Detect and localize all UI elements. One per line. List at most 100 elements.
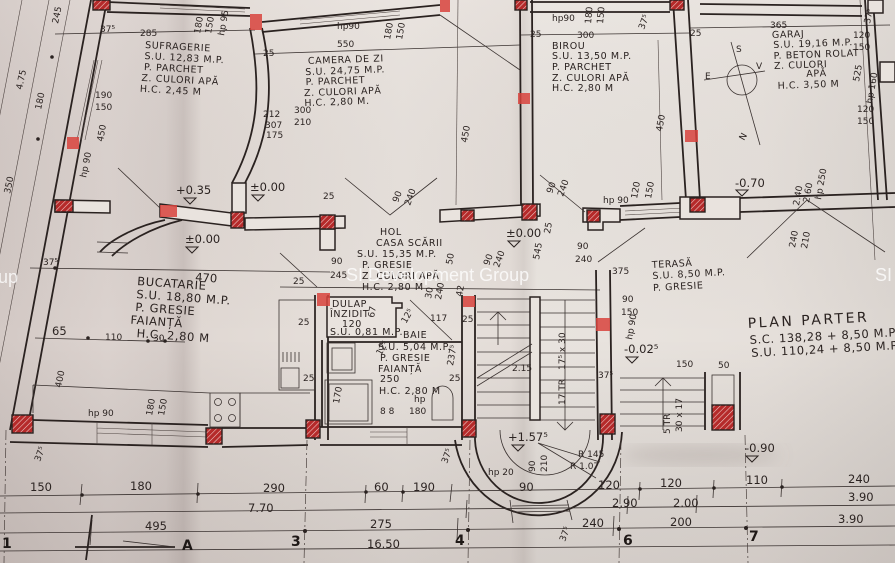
dimension-label: 240 <box>582 516 604 530</box>
dimension-tick <box>196 492 200 496</box>
room-area: S.U. 12,83 M.P. <box>144 51 224 66</box>
dimension-label: 525 <box>852 64 865 83</box>
compass-needle <box>730 41 761 146</box>
dimension-label: 25 <box>303 374 314 384</box>
stove-burner <box>214 414 222 422</box>
dimension-label: 60 <box>374 480 389 494</box>
grid-axis-4: 4 <box>455 533 465 549</box>
dimension-label: 25 <box>543 222 555 235</box>
dimension-label: 90 <box>331 257 343 267</box>
dimension-label: 150 <box>857 117 874 127</box>
stair-treads-right <box>540 299 595 421</box>
dimension-label: 180 <box>409 407 426 417</box>
north-window-camera <box>299 10 401 25</box>
dimension-label: hp 90 <box>88 409 114 419</box>
room-floor: P. PARCHET <box>305 75 365 88</box>
stair-label: 5 TR <box>663 414 673 434</box>
room-height: H.C. 2,80 M <box>379 386 441 397</box>
pillar <box>711 404 735 431</box>
dimension-line <box>279 286 601 291</box>
wall-box <box>679 196 741 220</box>
door-swing-terasa <box>597 227 646 263</box>
fridge-unit <box>278 299 316 391</box>
room-name: TERASĂ <box>651 257 693 271</box>
dimension-label: 37⁵ <box>43 258 58 268</box>
dimension-label: 240 <box>575 255 592 265</box>
top-dimensions: 37⁵ 285 180 150 hp 95 hp90 550 180 150 2… <box>100 6 880 127</box>
room-floor: P. PARCHET <box>144 62 204 76</box>
room-height: H.C. 2,80 M <box>552 83 614 94</box>
room-name-2: ÎNZIDIT <box>329 308 369 320</box>
door-swings <box>117 14 886 341</box>
curved-wall-end <box>96 241 129 254</box>
room-dulap: DULAP ÎNZIDIT 120 S.U. 0,81 M.P. <box>329 299 403 338</box>
dimension-label: 120 <box>598 478 620 492</box>
pillar <box>305 419 321 439</box>
dimension-tick <box>401 490 405 494</box>
red-marker <box>463 296 475 307</box>
watermark-fragment-right: SI <box>875 265 892 285</box>
stair-treads-left <box>477 298 530 419</box>
door-swing-baie <box>409 299 453 341</box>
level-triangle <box>250 194 266 202</box>
pillar <box>92 0 111 11</box>
dimension-line <box>519 32 691 36</box>
dimension-label: 2.00 <box>673 496 699 510</box>
dimension-label: 117 <box>430 314 447 324</box>
dimension-label: 25 <box>530 30 541 40</box>
curved-wall-outer <box>231 27 258 184</box>
grid-axis-line-1 <box>3 429 7 563</box>
dimension-label: 450 <box>460 125 473 144</box>
room-walls: Z. CULORI APĂ <box>552 72 630 84</box>
south-wall-kitchen-right <box>221 427 309 448</box>
level-marker: +1.57⁵ <box>508 430 548 444</box>
south-wall-kitchen <box>9 419 209 448</box>
dimension-label: 495 <box>145 519 167 533</box>
dimension-label: 37⁵ <box>100 25 115 35</box>
baie-west-wall <box>321 340 462 427</box>
red-marker <box>160 205 177 217</box>
stair-label: 30 x 17 <box>675 398 685 432</box>
stair-dimensions: 17⁵ x 30 17 TR 5 TR 30 x 17 R 145 R 1.07… <box>33 332 685 543</box>
red-marker <box>317 293 330 306</box>
south-window-baie <box>370 427 408 445</box>
red-marker <box>596 318 610 331</box>
terrace-stair-arrow <box>654 377 672 430</box>
level-marker: -0.02⁵ <box>624 342 659 356</box>
red-marker <box>250 14 262 30</box>
dimension-line <box>29 267 331 273</box>
north-wall-garaj <box>699 3 863 17</box>
level-triangle <box>506 240 522 248</box>
dimension-label: 110 <box>746 473 768 487</box>
room-name: CAMERA DE ZI <box>308 53 384 67</box>
dimension-label: 30 <box>424 286 436 299</box>
dimension-label: 150 <box>95 103 112 113</box>
pillar <box>521 203 538 221</box>
fridge-vent <box>282 352 300 362</box>
room-floor: P. GRESIE <box>380 353 431 364</box>
pillar <box>230 211 245 229</box>
guide-line <box>657 39 663 201</box>
level-marker: ±0.00 <box>185 232 220 246</box>
room-floor: P. PARCHET <box>552 62 612 73</box>
room-name-2: CASA SCĂRII <box>376 237 443 249</box>
dimension-label: 16.50 <box>367 537 400 551</box>
level-triangle <box>744 455 760 463</box>
wall-box <box>867 0 884 14</box>
room-height: H.C. 3,50 M <box>777 79 839 92</box>
stair-label: 210 <box>540 455 550 472</box>
dimension-tick <box>80 493 84 497</box>
radius-leader <box>537 442 601 479</box>
dimension-label: 180 <box>145 398 158 417</box>
grid-axis-1: 1 <box>2 536 12 552</box>
curved-wall-inner <box>244 27 270 184</box>
dimension-label: 3.90 <box>848 490 874 504</box>
compass-circle <box>726 64 758 96</box>
dimension-label: 190 <box>95 91 112 101</box>
room-area: S.U. 24,75 M.P. <box>305 64 385 78</box>
pillar <box>11 414 34 434</box>
dimension-label: 2.90 <box>612 496 638 510</box>
red-marker <box>518 93 530 104</box>
dimension-label: 180 <box>584 6 595 24</box>
